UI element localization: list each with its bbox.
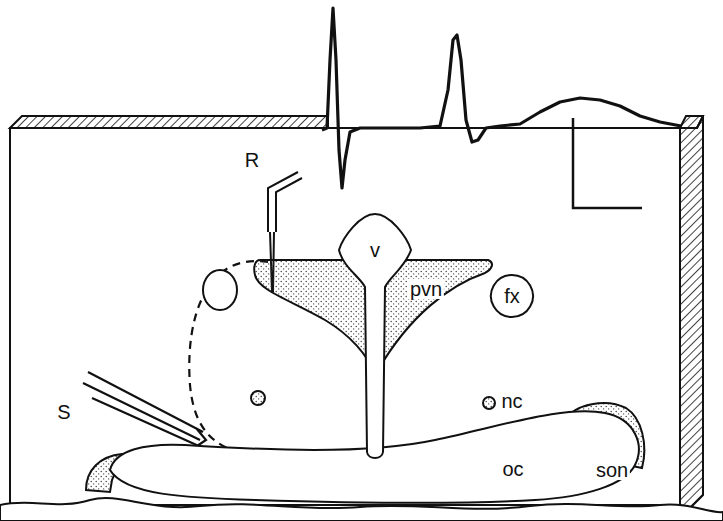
scale-bar (573, 118, 642, 208)
fornix: fx (490, 274, 534, 318)
structure-label: nc (499, 391, 524, 411)
evoked-potential-trace (322, 8, 681, 188)
structure-label: pvn (408, 279, 444, 299)
structure-label: fx (502, 286, 522, 306)
structure-label: oc (500, 459, 525, 479)
small-nucleus (483, 397, 495, 409)
stimulating-electrode (83, 372, 206, 447)
small-nucleus (251, 391, 265, 405)
electrode-label: R (243, 150, 261, 170)
electrode-label: S (55, 402, 72, 422)
slice-front-face (10, 128, 680, 505)
slice-side-edge (680, 116, 703, 508)
structure-label: son (594, 460, 630, 480)
structure-label: v (368, 240, 382, 260)
fornix-outline (203, 270, 237, 310)
ventricle: v (335, 212, 415, 460)
slice-top-edge (10, 116, 328, 128)
